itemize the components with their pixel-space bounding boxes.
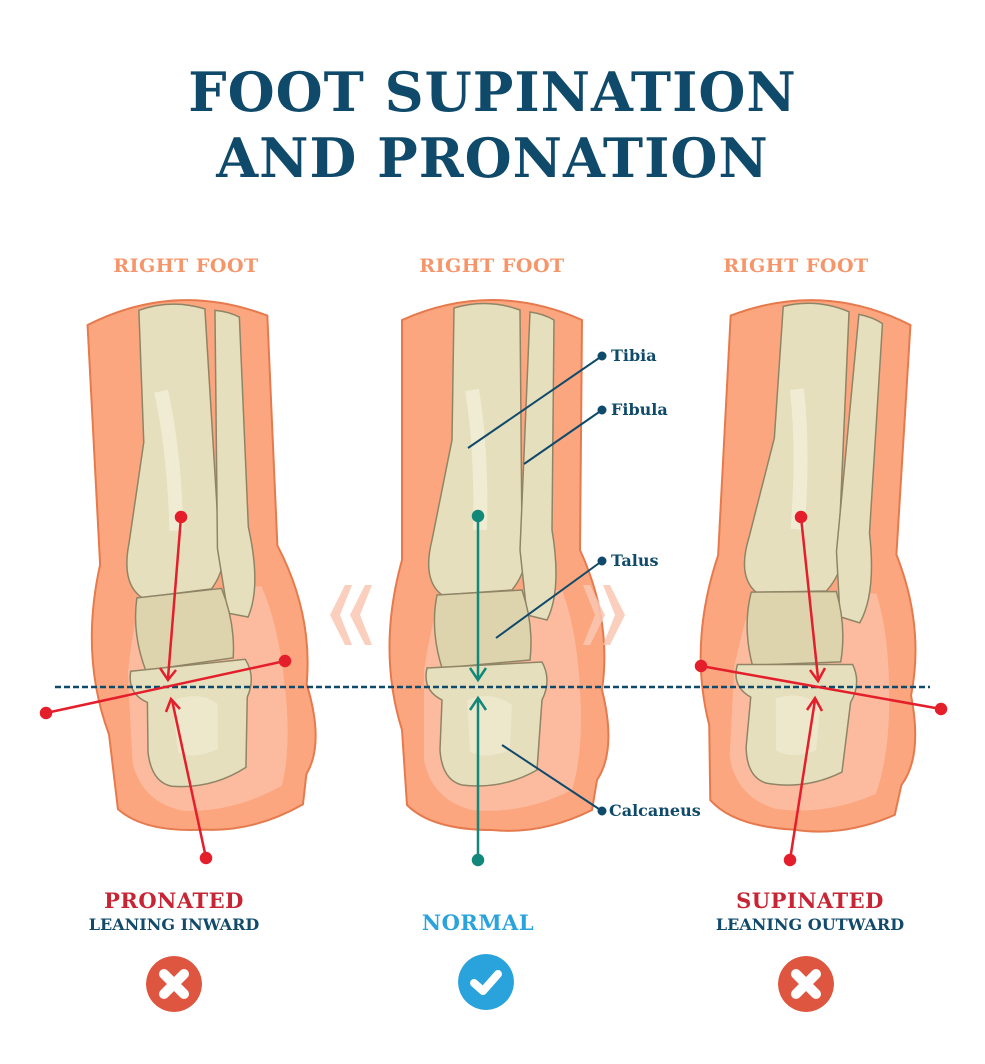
status-normal: NORMAL: [328, 910, 628, 935]
pronated-foot-illustration: [74, 294, 320, 836]
status-normal-title: NORMAL: [421, 910, 535, 935]
header-supinated-right-foot: RIGHT FOOT: [723, 255, 869, 277]
bone-leader-lines: [467, 351, 607, 816]
status-pronated-title: PRONATED: [104, 888, 244, 913]
status-supinated-title: SUPINATED: [736, 888, 884, 913]
label-talus: Talus: [611, 551, 659, 570]
status-pronated-description: LEANING INWARD: [88, 915, 260, 934]
status-pronated: PRONATED LEANING INWARD: [24, 888, 324, 934]
header-pronated-right-foot: RIGHT FOOT: [113, 255, 259, 277]
label-fibula: Fibula: [611, 400, 668, 419]
x-icon: [146, 956, 202, 1012]
supinated-axis-arrows: [694, 510, 948, 867]
page-title-line-1: FOOT SUPINATION: [188, 60, 797, 124]
label-calcaneus: Calcaneus: [609, 801, 701, 820]
status-supinated: SUPINATED LEANING OUTWARD: [660, 888, 960, 934]
header-normal-right-foot: RIGHT FOOT: [419, 255, 565, 277]
status-supinated-description: LEANING OUTWARD: [715, 915, 905, 934]
check-icon: [458, 954, 514, 1010]
left-motion-chevrons-icon: [330, 585, 372, 645]
supinated-foot-illustration: [691, 295, 937, 837]
normal-foot-illustration: [390, 300, 609, 831]
normal-axis-arrows: [468, 509, 488, 867]
right-motion-chevrons-icon: [583, 585, 625, 645]
pronated-axis-arrows: [39, 510, 292, 865]
label-tibia: Tibia: [611, 346, 657, 365]
page-title-line-2: AND PRONATION: [216, 126, 769, 190]
x-icon: [778, 956, 834, 1012]
